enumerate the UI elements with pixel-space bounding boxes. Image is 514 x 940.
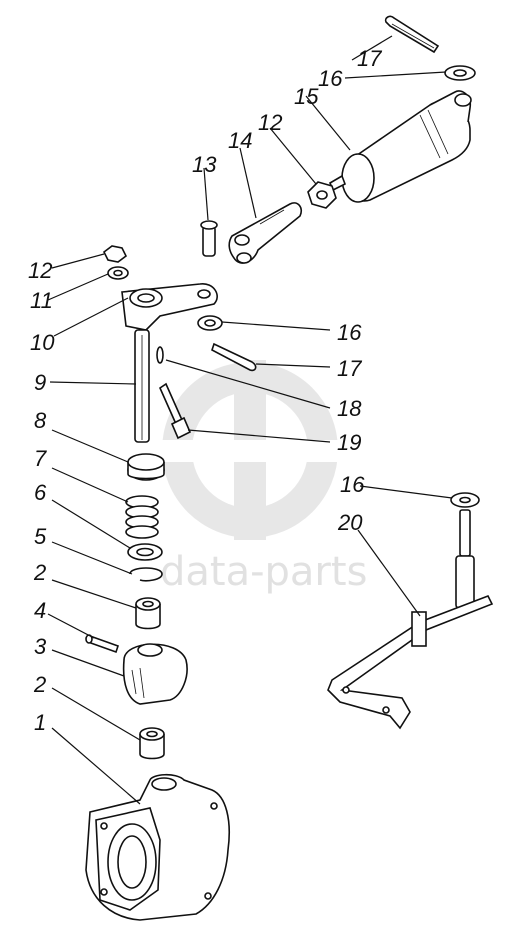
part-spring [125, 495, 159, 539]
part-washer-middle [197, 315, 223, 331]
callout-1: 1 [34, 710, 46, 735]
leader-lines [47, 35, 453, 805]
part-washer [127, 543, 163, 561]
callout-13: 13 [192, 152, 217, 177]
callout-20: 20 [337, 510, 363, 535]
callout-7: 7 [34, 446, 47, 471]
part-key [156, 346, 164, 364]
part-cylinder [328, 90, 472, 203]
part-bushing-lower [139, 727, 165, 760]
callout-12-right: 12 [258, 110, 282, 135]
part-cotter-pin-top [384, 15, 440, 54]
part-lever [121, 283, 218, 331]
callout-2-lower: 2 [33, 672, 46, 697]
part-fork [228, 202, 303, 264]
part-nut-right [307, 181, 337, 209]
watermark-text: data-parts [160, 549, 367, 595]
part-washer-top [444, 65, 476, 81]
callout-8: 8 [34, 408, 47, 433]
part-nut-left [102, 245, 128, 263]
callout-11: 11 [30, 288, 53, 313]
callout-9: 9 [34, 370, 46, 395]
callout-19: 19 [337, 430, 361, 455]
callout-12-left: 12 [28, 258, 52, 283]
callout-15: 15 [294, 84, 319, 109]
watermark-logo [160, 360, 340, 540]
part-pedal-lever [327, 509, 494, 730]
part-nut-spring [127, 453, 165, 481]
part-shaft [134, 329, 150, 443]
part-housing [85, 773, 231, 921]
callout-2-upper: 2 [33, 560, 46, 585]
part-washer-right [450, 492, 480, 508]
part-pin [200, 220, 218, 257]
part-pin-small [85, 634, 120, 654]
callout-17-middle: 17 [337, 356, 362, 381]
part-cotter-pin-middle [211, 342, 257, 372]
part-bushing-upper [135, 597, 161, 630]
part-bolt [158, 382, 192, 440]
part-washer-small [107, 266, 129, 280]
callout-labels: 17 16 15 12 14 13 12 11 10 9 16 17 18 19… [28, 46, 382, 735]
callout-14: 14 [228, 128, 252, 153]
callout-4: 4 [34, 598, 46, 623]
callout-3: 3 [34, 634, 47, 659]
part-bracket [122, 643, 188, 705]
callout-16-right: 16 [340, 472, 365, 497]
callout-18: 18 [337, 396, 362, 421]
callout-17-top: 17 [357, 46, 382, 71]
callout-5: 5 [34, 524, 47, 549]
callout-6: 6 [34, 480, 47, 505]
part-retaining-ring [129, 567, 163, 582]
callout-10: 10 [30, 330, 55, 355]
callout-16-top: 16 [318, 66, 343, 91]
callout-16-middle: 16 [337, 320, 362, 345]
